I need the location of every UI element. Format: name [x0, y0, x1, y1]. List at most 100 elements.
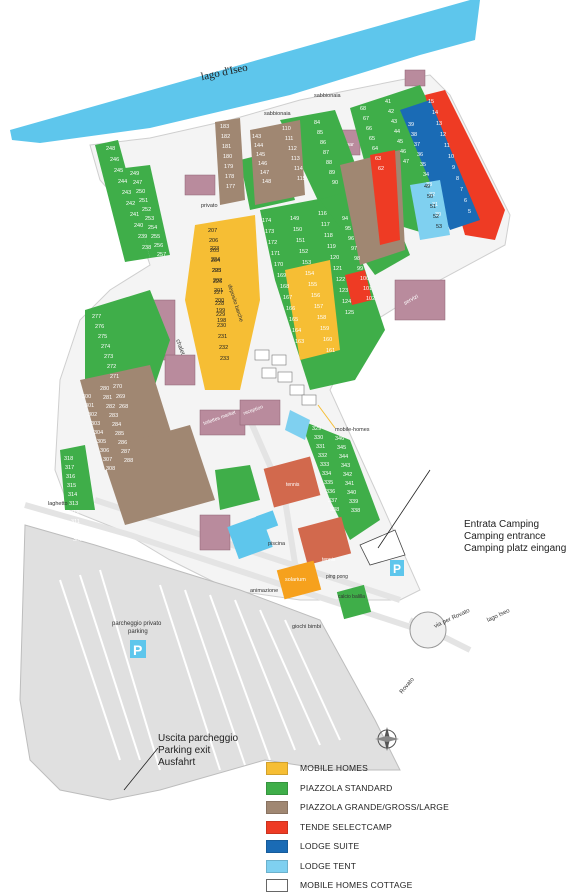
legend-item: LODGE SUITE	[266, 840, 496, 854]
pitch-number: 160	[323, 337, 332, 343]
pitch-number: 177	[226, 184, 235, 190]
lodge-suite-strip	[400, 100, 480, 230]
pitch-number: 163	[295, 339, 304, 345]
pitch-number: 252	[142, 207, 151, 213]
pitch-number: 339	[349, 499, 358, 505]
pitch-number: 9	[452, 165, 455, 171]
pitch-number: 117	[321, 222, 330, 228]
pitch-number: 15	[428, 99, 434, 105]
pitch-number: 182	[221, 134, 230, 140]
pitch-number: 244	[118, 179, 127, 185]
pitch-number: 178	[225, 174, 234, 180]
cottage-pitches	[254, 349, 317, 406]
calcio-label: calcio balilla	[338, 594, 365, 600]
pitch-number: 332	[318, 453, 327, 459]
pitch-number: 313	[69, 501, 78, 507]
pitch-number: 199	[216, 308, 225, 314]
pitch-number: 230	[217, 323, 226, 329]
giochi-label: giochi bimbi	[292, 624, 321, 630]
laghetto	[285, 410, 310, 440]
pitch-number: 63	[375, 156, 381, 162]
legend-item: MOBILE HOMES COTTAGE	[266, 879, 496, 893]
pitch-number: 256	[154, 243, 163, 249]
exit-label: Uscita parcheggio Parking exit Ausfahrt	[158, 733, 238, 769]
pitch-number: 248	[106, 146, 115, 152]
pitch-number: 241	[130, 212, 139, 218]
pitch-number: 314	[68, 492, 77, 498]
pitch-number: 233	[220, 356, 229, 362]
sabbionaia-small: sabbionaia	[264, 111, 292, 117]
pitch-number: 247	[133, 180, 142, 186]
entrance-gate	[359, 529, 406, 566]
pitch-number: 274	[101, 344, 110, 350]
pitch-number: 99	[357, 266, 363, 272]
pitch-number: 310	[72, 528, 81, 534]
pitch-number: 205	[210, 248, 219, 254]
entrance-arrow-line	[377, 469, 431, 549]
pitch-number: 316	[66, 474, 75, 480]
pitch-number: 153	[302, 260, 311, 266]
animazione-label: animazione	[250, 588, 278, 594]
pitch-number: 226	[213, 279, 222, 285]
pitch-number: 34	[423, 172, 429, 178]
exit-arrow-line	[123, 747, 159, 791]
lodge-tent-strip	[410, 180, 450, 240]
pitch-number: 115	[297, 176, 306, 182]
pitch-number: 44	[394, 129, 400, 135]
pitch-number: 342	[343, 472, 352, 478]
pitch-number: 166	[286, 306, 295, 312]
pitch-number: 337	[328, 498, 337, 504]
pitch-number: 270	[113, 384, 122, 390]
pool-small	[255, 510, 279, 532]
pitch-number: 282	[106, 404, 115, 410]
compass-icon	[375, 727, 399, 751]
pitch-number: 45	[397, 139, 403, 145]
chalet-label: chalet	[174, 339, 185, 356]
pitch-number: 338	[330, 507, 339, 513]
pitch-number: 65	[369, 136, 375, 142]
legend-swatch	[266, 781, 288, 795]
lake	[10, 0, 480, 143]
legend-item: MOBILE HOMES	[266, 762, 496, 776]
pitch-number: 32	[429, 192, 435, 198]
pitch-number: 333	[320, 462, 329, 468]
pitch-number: 303	[91, 421, 100, 427]
pitch-number: 206	[209, 238, 218, 244]
pitch-number: 124	[342, 299, 351, 305]
pitch-number: 147	[260, 170, 269, 176]
pitch-number: 305	[97, 439, 106, 445]
pitch-number: 317	[65, 465, 74, 471]
pitch-number: 64	[372, 146, 378, 152]
pitch-number: 231	[218, 334, 227, 340]
pitch-number: 85	[317, 130, 323, 136]
entrance-line-1: Entrata Camping	[464, 519, 540, 530]
pitch-number: 251	[139, 198, 148, 204]
legend-label: PIAZZOLA STANDARD	[300, 782, 393, 793]
pitch-number: 183	[220, 124, 229, 130]
parking-lanes	[59, 569, 341, 771]
pitch-number: 268	[119, 404, 128, 410]
red-block-left	[370, 150, 400, 245]
pitch-number: 341	[345, 481, 354, 487]
legend-label: PIAZZOLA GRANDE/GROSS/LARGE	[300, 802, 449, 812]
pitch-number: 89	[329, 170, 335, 176]
legend-swatch	[266, 801, 288, 814]
pitch-number: 346	[335, 436, 344, 442]
tende-selectcamp-strip	[425, 90, 505, 240]
pitch-number: 172	[268, 240, 277, 246]
legend-label: MOBILE HOMES	[300, 763, 369, 773]
entrance-line-2: Camping entrance	[464, 531, 546, 542]
entrance-line-3: Camping platz eingang	[464, 543, 567, 554]
pitch-number: 114	[294, 166, 303, 172]
pitch-number: 229	[216, 312, 225, 318]
legend-swatch	[266, 879, 288, 892]
pitch-number: 255	[151, 234, 160, 240]
calcio-field	[336, 584, 372, 620]
pitch-number: 10	[448, 154, 454, 160]
pitch-number: 119	[327, 244, 336, 250]
pitch-number: 168	[280, 284, 289, 290]
pitch-number: 88	[326, 160, 332, 166]
pitch-number: 150	[293, 227, 302, 233]
parking-icon: P	[133, 642, 142, 658]
entrance-parking-icon: P	[393, 562, 401, 576]
